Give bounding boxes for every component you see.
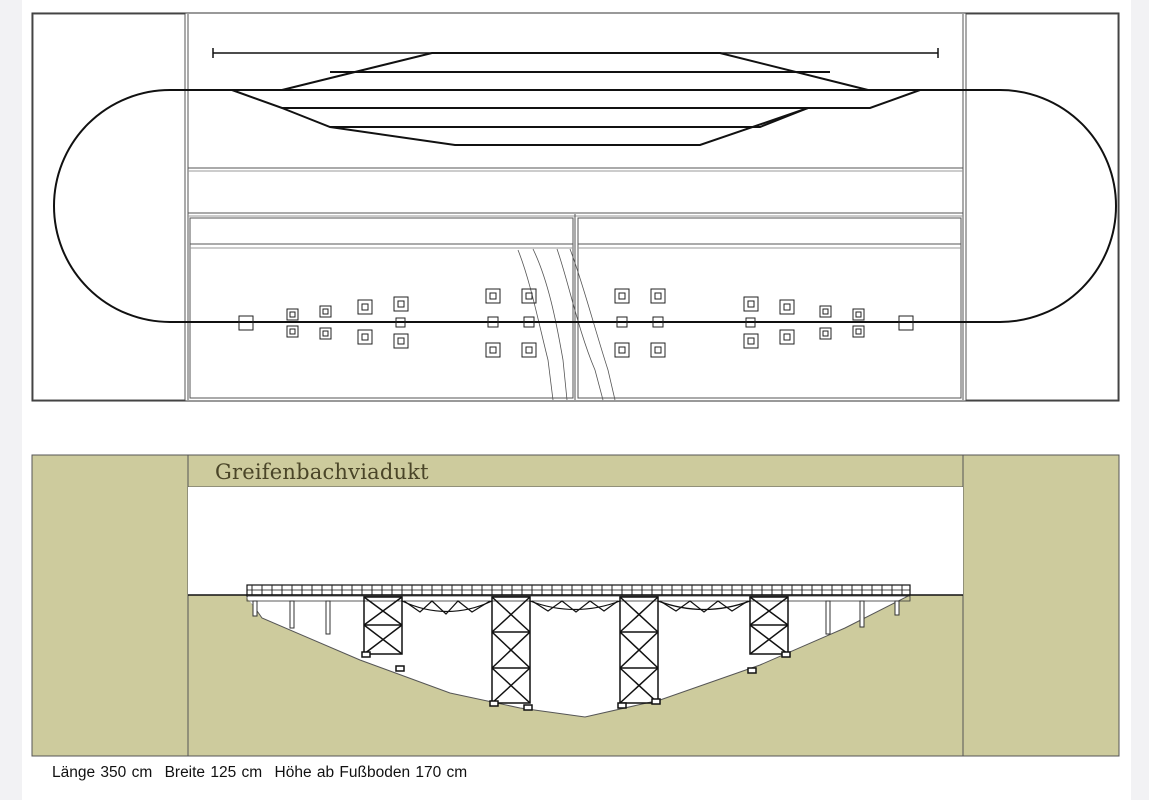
title-band [187,454,964,488]
railing-posts [251,585,903,595]
pier-footprints [286,288,865,358]
small-columns [252,600,900,635]
trestle-pier-3 [617,596,661,709]
sheet-frame-left [0,0,22,800]
dimensions-caption: Länge 350 cm Breite 125 cm Höhe ab Fußbo… [52,764,474,782]
elevation-board-left [31,454,189,757]
plan-board-right-end [965,13,1119,401]
abutment-left [238,315,254,331]
plan-board-outline [31,12,1120,402]
trestle-pier-2 [489,596,533,711]
truss-girders [401,600,751,615]
viaduct-title: Greifenbachviadukt [215,460,429,484]
width-label: Breite 125 cm [164,764,263,781]
plan-board-left-end [32,13,186,401]
sheet-frame-right [1131,0,1149,800]
plan-module-left [189,217,574,399]
creek [517,248,616,401]
length-label: Länge 350 cm [52,764,153,781]
elevation-view [31,454,1120,757]
viaduct-deck [246,584,911,596]
station-tracks [212,48,939,146]
track-plan [31,12,1120,402]
sky-area [188,487,963,595]
main-loop-track [53,89,1117,323]
plan-module-right [577,217,962,399]
elevation-board-right [962,454,1120,757]
abutment-right [898,315,914,331]
height-label: Höhe ab Fußboden 170 cm [274,764,468,781]
trestle-pier-1 [361,596,405,672]
trestle-pier-4 [747,596,791,674]
